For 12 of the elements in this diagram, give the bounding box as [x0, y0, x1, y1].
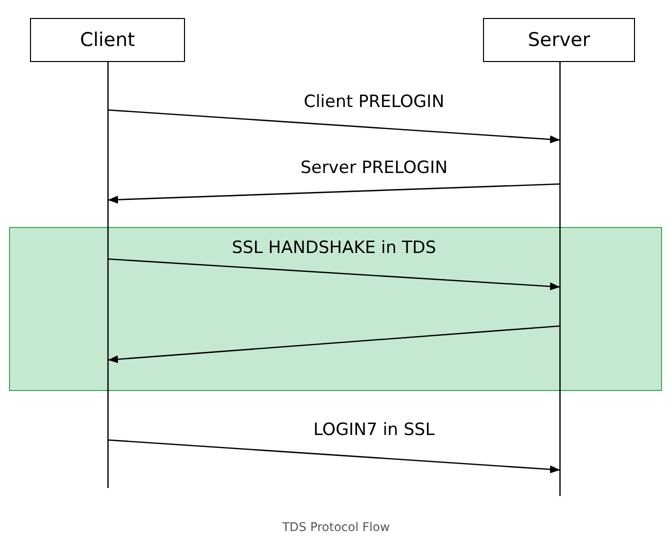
message-arrow	[108, 258, 560, 290]
caption: TDS Protocol Flow	[281, 520, 391, 534]
edge-label: Client PRELOGIN	[304, 92, 444, 112]
edge-label: Server PRELOGIN	[300, 158, 448, 178]
participant-box: Client	[30, 18, 185, 62]
participant-box: Server	[483, 18, 635, 62]
message-arrow	[108, 109, 560, 144]
edge-label: SSL HANDSHAKE in TDS	[232, 238, 436, 258]
message-arrow	[108, 183, 560, 204]
message-arrow	[108, 325, 560, 364]
message-arrow	[108, 439, 560, 474]
edge-label: LOGIN7 in SSL	[313, 420, 435, 440]
